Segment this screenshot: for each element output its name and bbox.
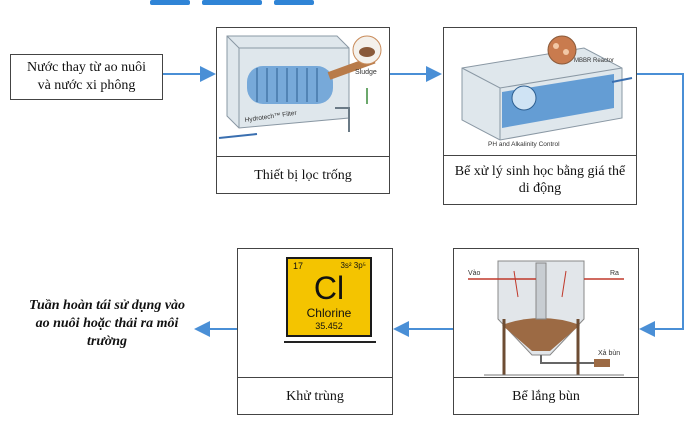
drum-filter-illustration: Hydrotech™ Filter Sludge (218, 35, 382, 139)
biofilter-caption: Bể xử lý sinh học bằng giá thể di động (444, 155, 636, 204)
settling-tank-box: Vào Ra Xả bùn Bể lắng bùn (453, 248, 639, 415)
input-source-box: Nước thay từ ao nuôi và nước xi phông (10, 54, 163, 100)
element-name: Chlorine (306, 306, 352, 320)
drum-filter-caption: Thiết bị lọc trống (217, 156, 389, 193)
atomic-mass: 35.452 (315, 321, 343, 331)
settling-tank-illustration: Vào Ra Xả bùn (468, 260, 624, 376)
sludge-label: Sludge (355, 69, 377, 76)
biofilter-illustration: MBBR Reactor PH and Alkalinity Control (461, 35, 633, 148)
input-source-text: Nước thay từ ao nuôi và nước xi phông (27, 60, 146, 93)
element-symbol: Cl (313, 270, 345, 306)
sludge-discharge-label: Xả bùn (598, 350, 620, 357)
outlet-label: Ra (610, 270, 619, 277)
mbbr-label: MBBR Reactor (574, 58, 614, 64)
settling-tank-caption: Bể lắng bùn (454, 377, 638, 414)
drum-filter-box: Hydrotech™ Filter Sludge Thiết bị lọc tr… (216, 27, 390, 194)
tile-underline (284, 341, 376, 343)
arrow-biofilter-to-settling (637, 73, 684, 337)
ph-control-label: PH and Alkalinity Control (488, 141, 560, 148)
output-destination-text: Tuần hoàn tái sử dụng vào ao nuôi hoặc t… (28, 298, 186, 349)
disinfection-caption: Khử trùng (238, 377, 392, 414)
chlorine-element-tile: 17 3s² 3p⁵ Cl Chlorine 35.452 (286, 257, 372, 337)
electron-config: 3s² 3p⁵ (340, 261, 366, 270)
inlet-label: Vào (468, 270, 481, 277)
biofilter-box: MBBR Reactor PH and Alkalinity Control B… (443, 27, 637, 205)
atomic-number: 17 (293, 261, 304, 271)
disinfection-box: 17 3s² 3p⁵ Cl Chlorine 35.452 Khử trùng (237, 248, 393, 415)
header-strip (150, 0, 320, 6)
